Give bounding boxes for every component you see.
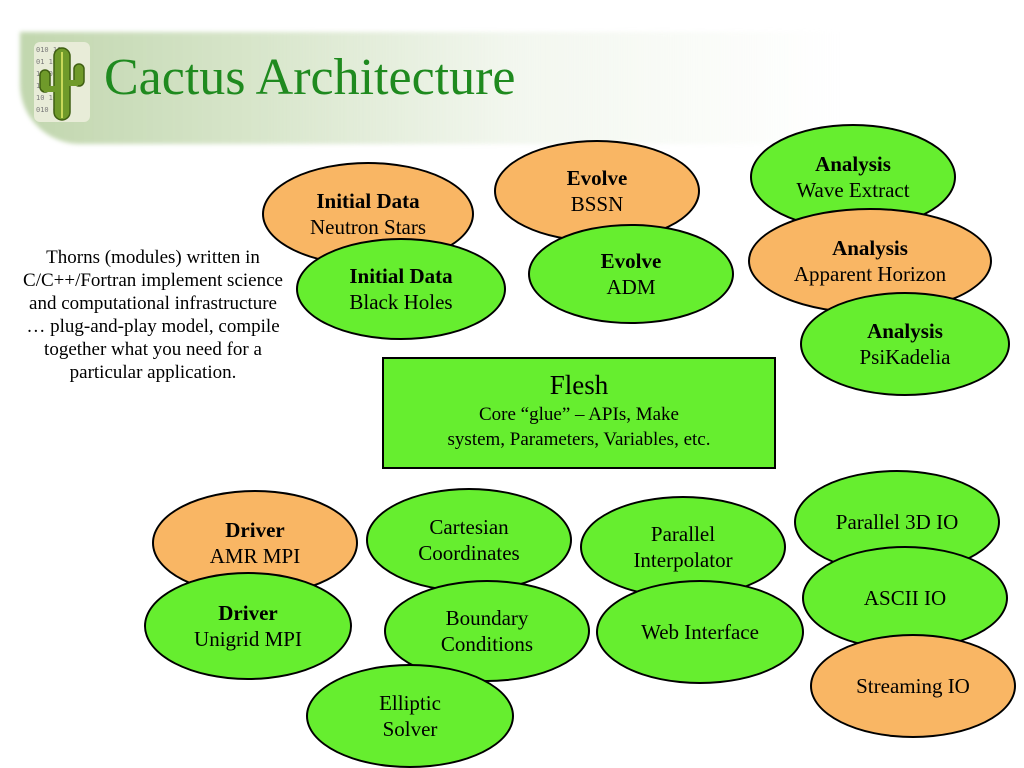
- thorn-label: Neutron Stars: [309, 215, 427, 239]
- thorn-heading: Evolve: [600, 248, 662, 273]
- thorn-ascii-io: ASCII IO: [802, 546, 1008, 650]
- thorn-cartesian-coordinates: Cartesian Coordinates: [366, 488, 572, 592]
- thorn-initial-data-black-holes: Initial Data Black Holes: [296, 238, 506, 340]
- thorn-heading: Evolve: [566, 165, 628, 190]
- thorn-label: Web Interface: [641, 619, 759, 644]
- thorn-label: Black Holes: [349, 290, 453, 314]
- svg-text:010 11: 010 11: [36, 46, 61, 54]
- thorn-elliptic-solver: Elliptic Solver: [306, 664, 514, 768]
- thorn-label: Wave Extract: [796, 178, 910, 202]
- thorn-evolve-bssn: Evolve BSSN: [494, 140, 700, 242]
- cactus-logo-icon: 010 11 01 101 10 010 101 10 10 100 010 0…: [34, 42, 90, 122]
- flesh-core-box: Flesh Core “glue” – APIs, Make system, P…: [382, 357, 776, 469]
- thorn-heading: Initial Data: [316, 188, 420, 213]
- flesh-title: Flesh: [549, 370, 609, 400]
- thorn-streaming-io: Streaming IO: [810, 634, 1016, 738]
- thorn-parallel-interpolator: Parallel Interpolator: [580, 496, 786, 598]
- thorn-label: ASCII IO: [863, 585, 947, 610]
- flesh-description-line-1: Core “glue” – APIs, Make: [479, 403, 679, 425]
- thorn-label: Apparent Horizon: [793, 262, 947, 286]
- thorn-label: Streaming IO: [856, 673, 970, 698]
- thorn-label-line-2: Conditions: [440, 632, 534, 656]
- thorn-evolve-adm: Evolve ADM: [528, 224, 734, 324]
- thorn-label: Unigrid MPI: [194, 627, 302, 651]
- thorn-label-line-2: Interpolator: [633, 548, 733, 572]
- thorn-label-line-1: Cartesian: [429, 514, 509, 539]
- thorn-label-line-1: Boundary: [445, 605, 529, 630]
- thorn-label: PsiKadelia: [859, 345, 951, 369]
- thorn-label: Parallel 3D IO: [835, 509, 959, 534]
- thorn-heading: Driver: [218, 600, 278, 625]
- thorn-label-line-1: Parallel: [650, 521, 716, 546]
- thorns-description: Thorns (modules) written in C/C++/Fortra…: [23, 247, 283, 383]
- slide-title: Cactus Architecture: [104, 49, 516, 106]
- thorn-label-line-2: Coordinates: [418, 541, 520, 565]
- thorn-heading: Driver: [225, 517, 285, 542]
- thorn-label-line-2: Solver: [382, 717, 438, 741]
- thorn-label: BSSN: [570, 192, 624, 216]
- thorn-driver-unigrid-mpi: Driver Unigrid MPI: [144, 572, 352, 680]
- svg-text:10 100: 10 100: [36, 94, 61, 102]
- title-banner: [20, 32, 840, 144]
- thorn-heading: Analysis: [867, 318, 943, 343]
- svg-text:010 011: 010 011: [36, 106, 66, 114]
- thorn-analysis-psikadelia: Analysis PsiKadelia: [800, 292, 1010, 396]
- thorn-heading: Analysis: [815, 151, 891, 176]
- thorn-heading: Analysis: [832, 235, 908, 260]
- thorn-label: AMR MPI: [209, 544, 301, 568]
- thorn-heading: Initial Data: [349, 263, 453, 288]
- flesh-description-line-2: system, Parameters, Variables, etc.: [447, 429, 711, 451]
- thorn-web-interface: Web Interface: [596, 580, 804, 684]
- svg-text:01 101: 01 101: [36, 58, 61, 66]
- thorn-label-line-1: Elliptic: [379, 690, 441, 715]
- thorn-label: ADM: [606, 275, 656, 299]
